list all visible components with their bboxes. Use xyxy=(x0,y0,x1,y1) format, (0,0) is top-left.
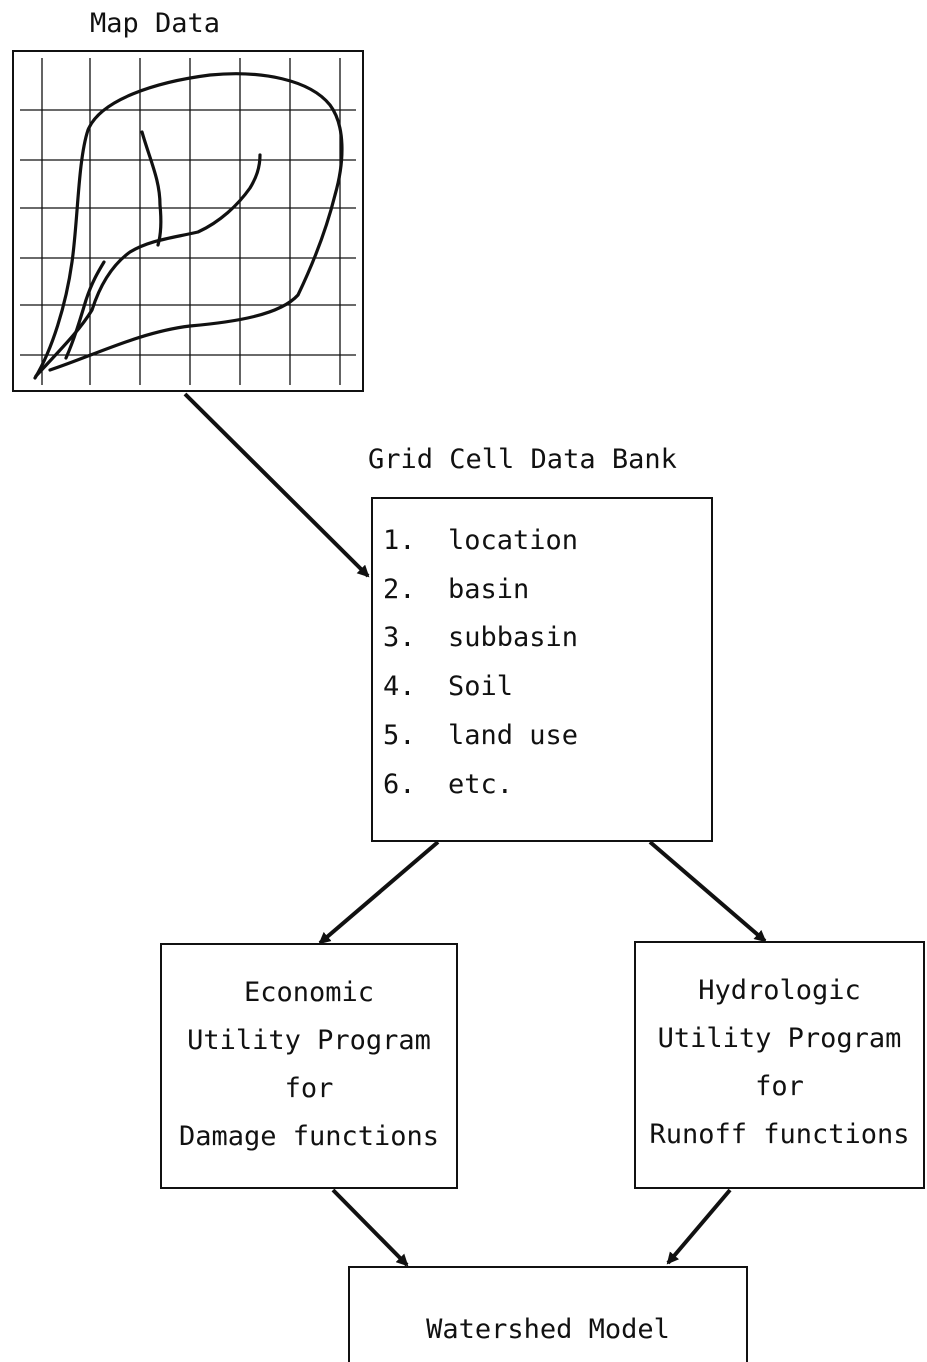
arrow-map-to-databank xyxy=(183,392,370,578)
databank-item: 3.subbasin xyxy=(383,622,579,653)
hydrologic-line: for xyxy=(755,1071,804,1102)
arrow-economic-to-watershed xyxy=(331,1188,409,1267)
watershed-model-label: Watershed Model xyxy=(426,1314,670,1345)
arrow-databank-to-hydrologic xyxy=(648,840,767,943)
hydrologic-line: Utility Program xyxy=(657,1023,902,1054)
main-stream xyxy=(34,153,262,378)
tributary-stream xyxy=(140,130,163,247)
hydrologic-line: Hydrologic xyxy=(698,975,861,1006)
databank-item: 2.basin xyxy=(383,574,530,605)
arrow-databank-to-economic xyxy=(318,840,440,945)
databank-box: 1.location 2.basin 3.subbasin 4.Soil 5.l… xyxy=(371,497,713,842)
databank-item: 6.etc. xyxy=(383,769,514,800)
economic-line: Damage functions xyxy=(178,1121,440,1152)
economic-line: Economic xyxy=(243,977,375,1008)
databank-title: Grid Cell Data Bank xyxy=(368,444,677,475)
south-stream xyxy=(64,260,106,360)
watershed-boundary xyxy=(33,72,344,380)
economic-line: Utility Program xyxy=(187,1025,431,1056)
map-data-title: Map Data xyxy=(90,8,221,39)
watershed-model-box: Watershed Model xyxy=(348,1266,748,1362)
map-grid xyxy=(20,58,356,385)
hydrologic-utility-box: Hydrologic Utility Program for Runoff fu… xyxy=(634,941,925,1189)
databank-item: 4.Soil xyxy=(383,671,514,702)
economic-line: for xyxy=(284,1073,334,1104)
databank-item: 1.location xyxy=(383,525,579,556)
watershed-sketch xyxy=(33,72,344,380)
arrow-hydrologic-to-watershed xyxy=(666,1188,732,1265)
databank-item: 5.land use xyxy=(383,720,579,751)
economic-utility-box: Economic Utility Program for Damage func… xyxy=(160,943,458,1189)
hydrologic-line: Runoff functions xyxy=(649,1119,910,1150)
map-data-box xyxy=(12,50,364,392)
connectors xyxy=(183,392,767,1267)
